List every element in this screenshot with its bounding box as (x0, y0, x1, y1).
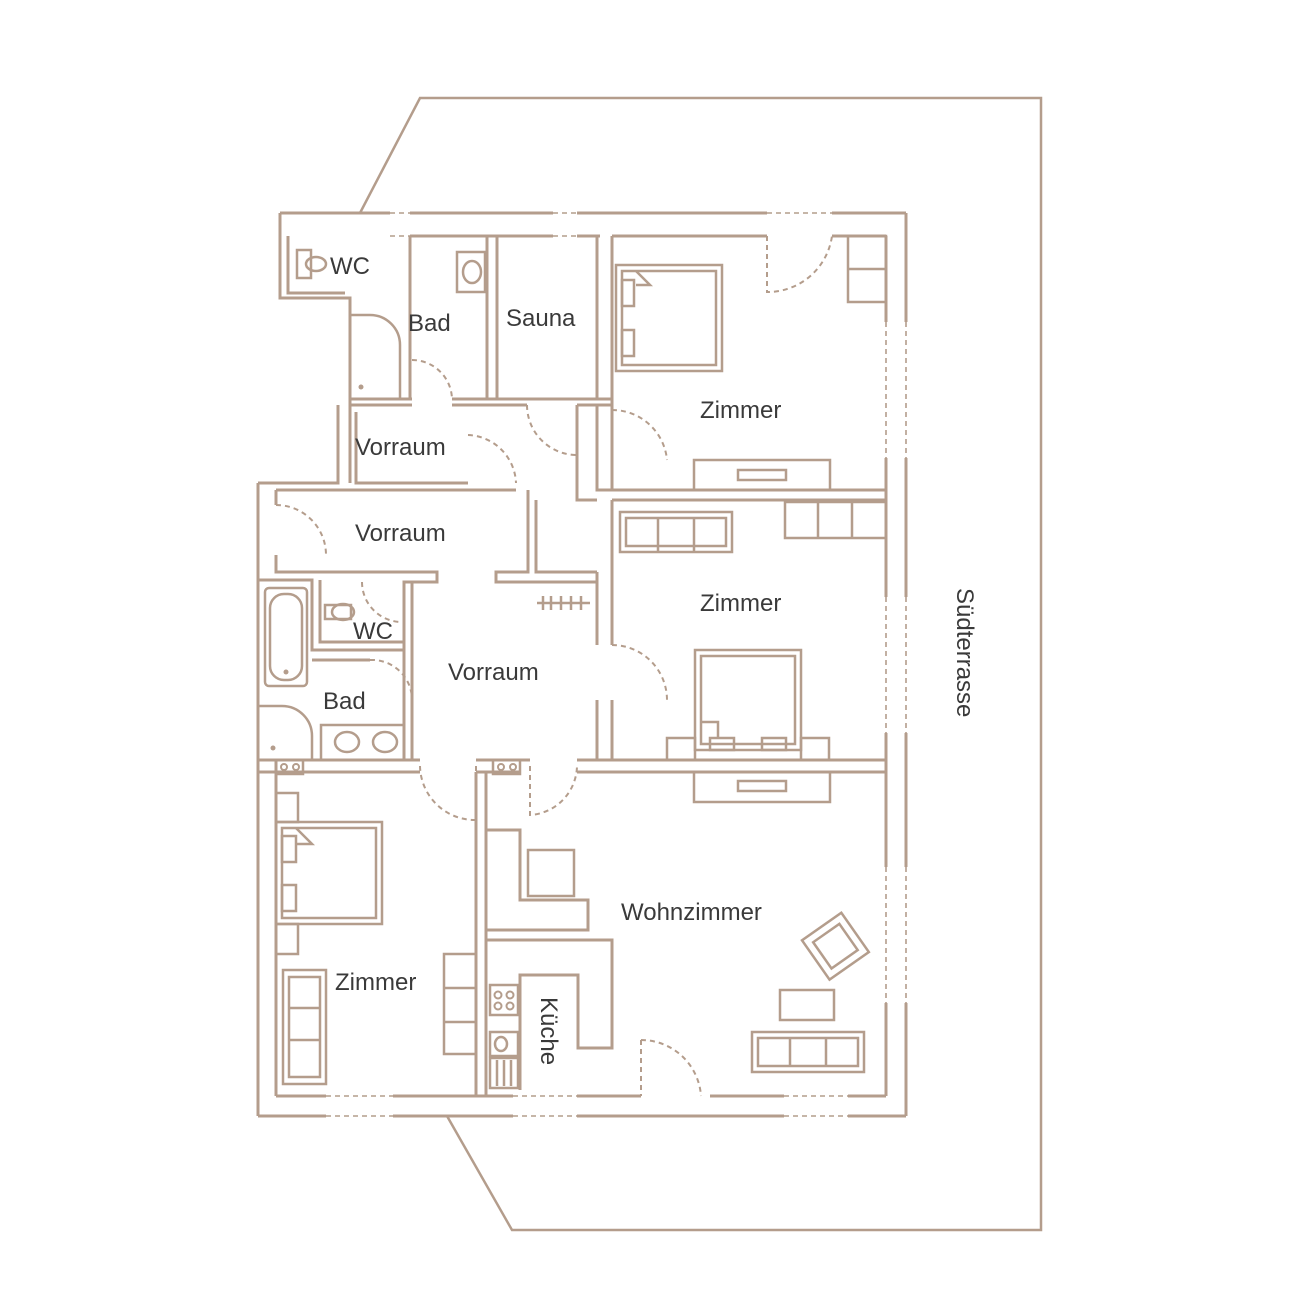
label-kueche: Küche (535, 997, 562, 1065)
doors (275, 235, 833, 1097)
label-zimmer-top: Zimmer (700, 397, 781, 424)
label-vorraum-1: Vorraum (355, 434, 446, 461)
room-labels: WC Bad Sauna Zimmer Vorraum Vorraum WC Z… (323, 253, 978, 1065)
terrace-outline (358, 96, 1043, 1232)
label-wc-top: WC (330, 253, 370, 280)
furniture (258, 234, 888, 1090)
label-bad-top: Bad (408, 310, 451, 337)
exterior-walls (256, 211, 908, 1118)
interior-walls (258, 236, 886, 1096)
label-sauna: Sauna (506, 305, 576, 332)
label-wohnzimmer: Wohnzimmer (621, 899, 762, 926)
label-zimmer-mid: Zimmer (700, 590, 781, 617)
windows (326, 212, 907, 1117)
label-bad-mid: Bad (323, 688, 366, 715)
label-wc-mid: WC (353, 618, 393, 645)
label-zimmer-bottom: Zimmer (335, 969, 416, 996)
label-vorraum-3: Vorraum (448, 659, 539, 686)
label-vorraum-2: Vorraum (355, 520, 446, 547)
label-suedterrasse: Südterrasse (951, 588, 978, 717)
